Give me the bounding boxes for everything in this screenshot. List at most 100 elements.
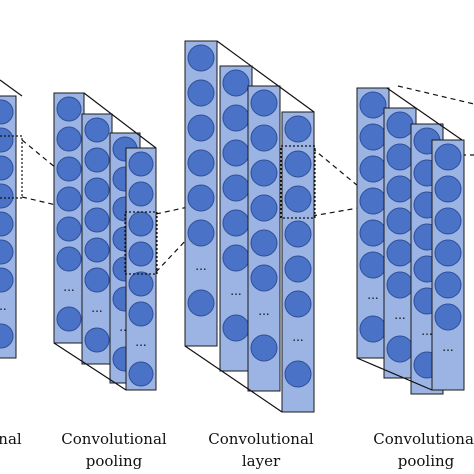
connector-line bbox=[311, 207, 359, 217]
ellipsis-label: ... bbox=[258, 304, 269, 318]
neuron-circle bbox=[0, 155, 14, 181]
neuron-circle bbox=[128, 301, 154, 327]
neuron-circle bbox=[128, 151, 154, 177]
neuron-circle bbox=[222, 104, 250, 132]
neuron-circle bbox=[359, 251, 387, 279]
neuron-circle bbox=[84, 117, 110, 143]
neuron-circle bbox=[56, 246, 82, 272]
neuron-circle bbox=[284, 220, 312, 248]
depth-edge bbox=[184, 345, 283, 413]
neuron-circle bbox=[187, 289, 215, 317]
neuron-circle bbox=[56, 156, 82, 182]
neuron-circle bbox=[386, 207, 414, 235]
neuron-circle bbox=[222, 174, 250, 202]
neuron-circle bbox=[84, 147, 110, 173]
neuron-circle bbox=[222, 69, 250, 97]
neuron-circle bbox=[187, 149, 215, 177]
neuron-circle bbox=[84, 327, 110, 353]
pooling-layer-group-2: ............ bbox=[356, 87, 465, 395]
neuron-circle bbox=[386, 239, 414, 267]
neuron-circle bbox=[284, 255, 312, 283]
receptive-field-box bbox=[124, 211, 158, 275]
neuron-circle bbox=[56, 126, 82, 152]
ellipsis-label: ... bbox=[421, 324, 432, 338]
neuron-circle bbox=[386, 175, 414, 203]
neuron-circle bbox=[284, 115, 312, 143]
connector-line bbox=[397, 85, 474, 105]
neuron-circle bbox=[359, 315, 387, 343]
neuron-circle bbox=[56, 186, 82, 212]
neuron-circle bbox=[359, 219, 387, 247]
caption-line: layer bbox=[241, 452, 281, 470]
neuron-circle bbox=[434, 239, 462, 267]
neuron-circle bbox=[128, 241, 154, 267]
connector-line bbox=[21, 196, 57, 206]
neuron-circle bbox=[386, 271, 414, 299]
neuron-circle bbox=[0, 323, 14, 349]
caption-line: pooling bbox=[85, 452, 143, 470]
connector-line bbox=[155, 237, 189, 273]
connector-line bbox=[155, 206, 189, 215]
neuron-circle bbox=[386, 335, 414, 363]
neuron-circle bbox=[128, 361, 154, 387]
neuron-circle bbox=[222, 244, 250, 272]
neuron-circle bbox=[250, 159, 278, 187]
neuron-circle bbox=[284, 150, 312, 178]
neuron-circle bbox=[250, 264, 278, 292]
connector-line bbox=[311, 147, 359, 187]
input-layer-group: ... bbox=[0, 79, 23, 359]
ellipsis-label: ... bbox=[0, 299, 7, 313]
neuron-circle bbox=[187, 114, 215, 142]
ellipsis-label: ... bbox=[135, 335, 146, 349]
caption-pooling-2: Convolutional pooling bbox=[356, 428, 474, 472]
ellipsis-label: ... bbox=[292, 330, 303, 344]
neuron-circle bbox=[84, 237, 110, 263]
neuron-circle bbox=[187, 79, 215, 107]
neuron-circle bbox=[56, 216, 82, 242]
neuron-circle bbox=[128, 271, 154, 297]
pooling-layer-group-1: ............ bbox=[53, 92, 158, 391]
neuron-circle bbox=[250, 89, 278, 117]
neuron-circle bbox=[250, 229, 278, 257]
neuron-circle bbox=[187, 184, 215, 212]
ellipsis-label: ... bbox=[230, 284, 241, 298]
depth-edge bbox=[356, 357, 433, 391]
neuron-circle bbox=[0, 211, 14, 237]
neuron-circle bbox=[359, 155, 387, 183]
neuron-circle bbox=[84, 267, 110, 293]
neuron-circle bbox=[84, 207, 110, 233]
depth-edge bbox=[53, 342, 127, 391]
neuron-circle bbox=[359, 91, 387, 119]
caption-line: Convolutional bbox=[373, 430, 474, 448]
neuron-circle bbox=[56, 96, 82, 122]
neuron-circle bbox=[56, 306, 82, 332]
neuron-circle bbox=[222, 314, 250, 342]
receptive-field-box bbox=[280, 145, 316, 219]
neuron-circle bbox=[284, 360, 312, 388]
depth-edge bbox=[216, 40, 315, 113]
receptive-field-box bbox=[0, 135, 23, 199]
neuron-circle bbox=[359, 123, 387, 151]
neuron-circle bbox=[434, 207, 462, 235]
depth-edge bbox=[0, 79, 23, 97]
neuron-circle bbox=[187, 44, 215, 72]
ellipsis-label: ... bbox=[195, 259, 206, 273]
neuron-circle bbox=[359, 187, 387, 215]
convolutional-layer-group: ............ bbox=[184, 40, 316, 413]
neuron-circle bbox=[128, 181, 154, 207]
caption-line: Convolutional bbox=[208, 430, 314, 448]
neuron-circle bbox=[434, 303, 462, 331]
ellipsis-label: ... bbox=[91, 301, 102, 315]
neuron-circle bbox=[284, 290, 312, 318]
neuron-circle bbox=[0, 127, 14, 153]
neuron-circle bbox=[250, 194, 278, 222]
neuron-circle bbox=[222, 139, 250, 167]
caption-line: Convolutional bbox=[61, 430, 167, 448]
neuron-circle bbox=[284, 185, 312, 213]
neuron-circle bbox=[434, 143, 462, 171]
ellipsis-label: ... bbox=[63, 280, 74, 294]
neuron-circle bbox=[434, 271, 462, 299]
ellipsis-label: ... bbox=[367, 288, 378, 302]
neuron-circle bbox=[222, 209, 250, 237]
neuron-circle bbox=[250, 334, 278, 362]
